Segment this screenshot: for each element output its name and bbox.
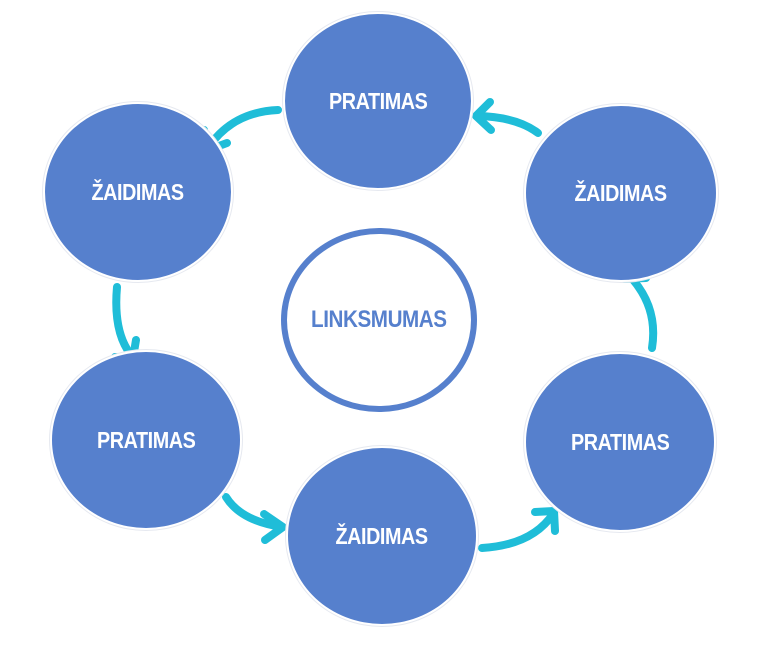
- node-label: PRATIMAS: [328, 87, 428, 114]
- node-pratimas-top: PRATIMAS: [283, 12, 473, 190]
- node-label: PRATIMAS: [570, 428, 670, 455]
- node-label: ŽAIDIMAS: [335, 522, 429, 549]
- center-node-linksmumas: LINKSMUMAS: [281, 228, 477, 412]
- node-pratimas-mid-right: PRATIMAS: [524, 352, 716, 532]
- node-label: PRATIMAS: [96, 426, 196, 453]
- node-label: ŽAIDIMAS: [91, 178, 185, 205]
- center-label: LINKSMUMAS: [311, 306, 447, 333]
- arrow-topright-to-top: [472, 98, 542, 137]
- arrow-midright-to-topright: [620, 274, 658, 352]
- node-zaidimas-bottom: ŽAIDIMAS: [286, 446, 478, 626]
- arrow-bottom-to-midright: [478, 507, 559, 552]
- node-label: ŽAIDIMAS: [574, 179, 668, 206]
- arrow-topleft-to-midleft: [111, 283, 140, 362]
- node-zaidimas-top-right: ŽAIDIMAS: [524, 104, 718, 282]
- arrow-midleft-to-bottom: [222, 493, 287, 544]
- node-zaidimas-top-left: ŽAIDIMAS: [43, 102, 233, 282]
- node-pratimas-mid-left: PRATIMAS: [50, 350, 242, 530]
